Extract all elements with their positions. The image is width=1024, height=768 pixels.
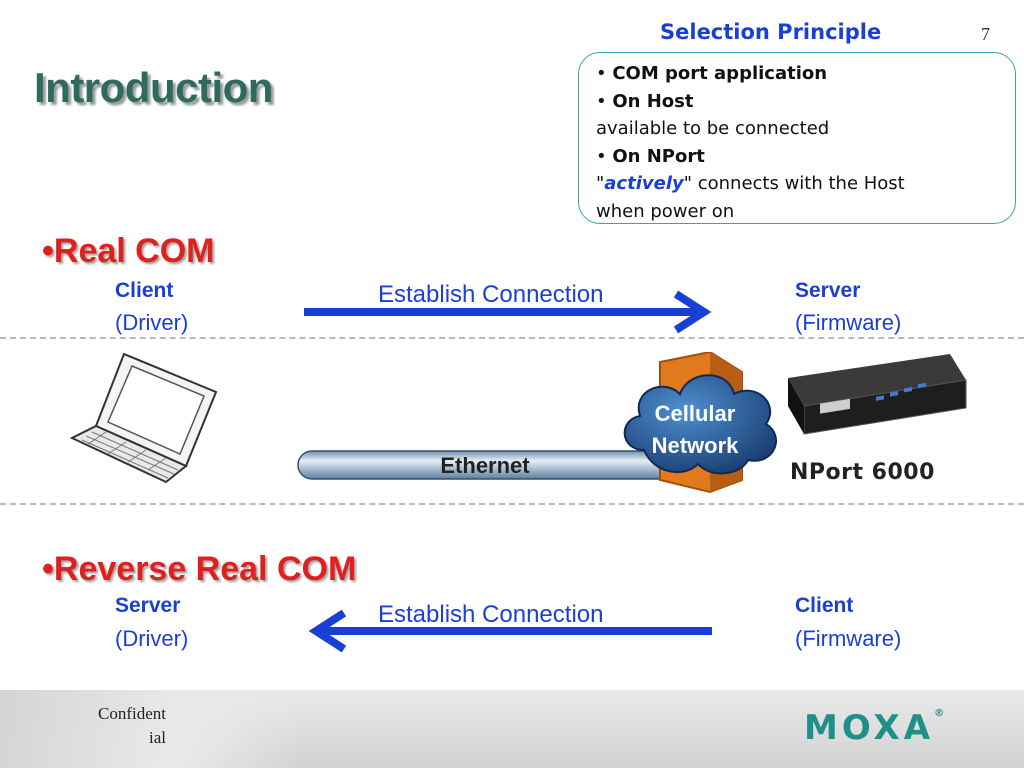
- actively-emphasis: actively: [604, 173, 684, 194]
- real-com-left-sub: (Driver): [115, 310, 189, 335]
- principle-line: On NPort: [612, 145, 705, 167]
- laptop-icon: [69, 352, 218, 484]
- bullet-dot: •: [596, 145, 613, 167]
- real-com-right-role: Server: [795, 279, 861, 302]
- principle-item: • On NPort: [596, 143, 1006, 171]
- selection-principle-box: [578, 52, 1016, 224]
- divider: [0, 337, 1024, 339]
- moxa-logo-text: MOXA: [804, 708, 935, 748]
- principle-line: COM port application: [612, 63, 828, 84]
- ethernet-label: Ethernet: [440, 453, 530, 478]
- cloud-label-line: Cellular: [654, 401, 736, 426]
- real-com-left-role: Client: [115, 279, 174, 302]
- real-com-heading: •Real COM: [42, 232, 215, 270]
- principle-item: • On Host: [596, 88, 1006, 116]
- selection-principle-title: Selection Principle: [650, 20, 892, 44]
- reverse-right-sub: (Firmware): [795, 626, 902, 651]
- page-number: 7: [981, 24, 990, 44]
- cloud-label: Cellular Network: [630, 398, 760, 462]
- confidential-label: Confident ial: [80, 702, 166, 750]
- principle-item: • COM port application: [596, 60, 1006, 88]
- bullet-dot: •: [596, 90, 613, 112]
- principle-line: " connects with the Host: [683, 173, 905, 194]
- confidential-line: ial: [149, 728, 166, 747]
- real-com-right-sub: (Firmware): [795, 310, 902, 335]
- reverse-left-role: Server: [115, 594, 181, 617]
- reverse-real-com-heading: •Reverse Real COM: [42, 550, 357, 588]
- arrow-left-icon: [308, 609, 712, 653]
- confidential-line: Confident: [98, 704, 166, 723]
- slide-title: Introduction: [34, 64, 273, 111]
- registered-mark: ®: [934, 708, 945, 719]
- reverse-right-role: Client: [795, 594, 854, 617]
- principle-line: On Host: [612, 90, 694, 112]
- quote-open: ": [596, 173, 605, 194]
- reverse-left-sub: (Driver): [115, 626, 189, 651]
- moxa-logo: MOXA®: [804, 708, 944, 748]
- selection-principle-content: • COM port application • On Host availab…: [596, 60, 1006, 225]
- cloud-label-line: Network: [651, 433, 739, 458]
- footer-decoration: [0, 690, 300, 768]
- principle-text: available to be connected: [596, 118, 830, 139]
- nport-label: NPort 6000: [790, 460, 935, 485]
- cloud-icon: [623, 374, 777, 475]
- reverse-real-com-heading-text: Reverse Real COM: [53, 550, 357, 588]
- principle-text: when power on: [596, 200, 735, 222]
- arrow-right-icon: [304, 290, 712, 334]
- real-com-heading-text: Real COM: [53, 232, 215, 270]
- nport-device-icon: [788, 354, 967, 435]
- divider: [0, 503, 1024, 505]
- reverse-connection-label: Establish Connection: [378, 601, 604, 628]
- principle-text: "actively" connects with the Host: [596, 170, 1006, 198]
- bullet-dot: •: [596, 63, 613, 84]
- real-com-connection-label: Establish Connection: [378, 281, 604, 308]
